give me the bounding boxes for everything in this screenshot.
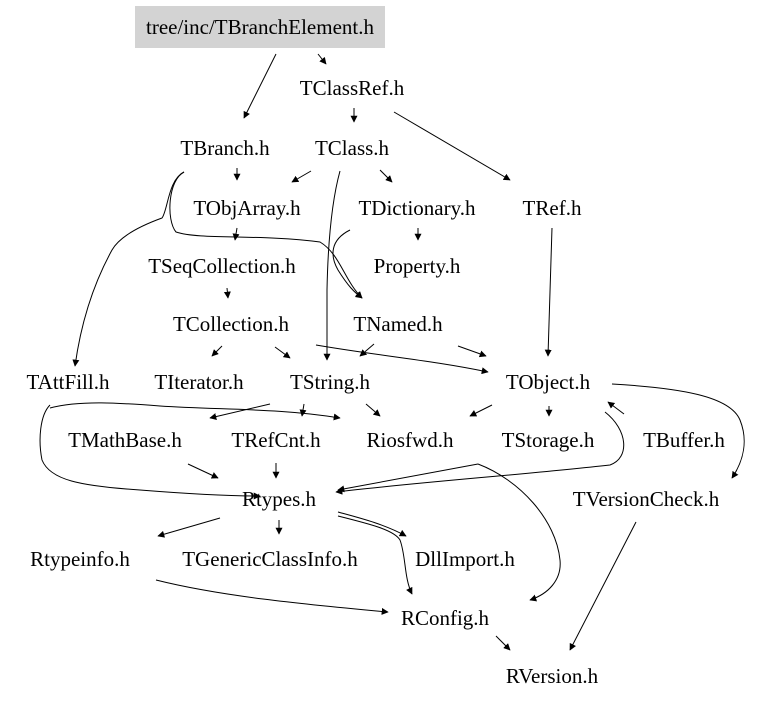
node-tref[interactable]: TRef.h (522, 196, 582, 220)
edge-TStorage-Rtypes (337, 463, 479, 493)
node-trefcnt[interactable]: TRefCnt.h (231, 428, 321, 452)
edge-RConfig-RVersion (495, 635, 511, 651)
edge-TDictionary-TNamed (332, 229, 363, 299)
edge-TClass-TObjArray (291, 170, 312, 183)
edge-root-TClassRef (317, 53, 327, 65)
node-tversioncheck[interactable]: TVersionCheck.h (572, 487, 720, 511)
edge-TClass-TString (323, 170, 341, 361)
edge-TCollection-TObject (315, 344, 489, 375)
node-tseqcollection[interactable]: TSeqCollection.h (148, 254, 296, 278)
node-riosfwd[interactable]: Riosfwd.h (366, 428, 454, 452)
edge-TNamed-TObject (457, 345, 487, 358)
node-tstring[interactable]: TString.h (290, 370, 370, 394)
node-root[interactable]: tree/inc/TBranchElement.h (135, 6, 385, 48)
edge-TCollection-TIterator (211, 345, 223, 357)
edge-TObject-Rtypes (335, 411, 625, 495)
node-tobjarray[interactable]: TObjArray.h (193, 196, 301, 220)
node-rversion[interactable]: RVersion.h (505, 664, 599, 688)
edge-TAttFill-Rtypes (39, 404, 261, 500)
edge-TString-Riosfwd (365, 403, 381, 417)
node-tclass[interactable]: TClass.h (314, 136, 390, 160)
edge-TString-TRefCnt (299, 403, 307, 417)
edge-TRef-TObject (544, 227, 553, 357)
edge-TNamed-TString (359, 343, 375, 357)
node-tcollection[interactable]: TCollection.h (172, 312, 290, 336)
node-tbuffer[interactable]: TBuffer.h (643, 428, 725, 452)
node-property[interactable]: Property.h (373, 254, 461, 278)
edge-TClassRef-TRef (393, 111, 511, 181)
edge-Rtypeinfo-RConfig (155, 579, 389, 615)
edge-TObject-TVersionCheck (611, 383, 745, 479)
node-tbranch[interactable]: TBranch.h (180, 136, 270, 160)
edge-TClass-TDictionary (379, 169, 393, 183)
edge-TSeqCollection-TCollection (223, 287, 231, 299)
node-tmathbase[interactable]: TMathBase.h (68, 428, 182, 452)
edge-TObject-Riosfwd (469, 404, 493, 417)
node-rtypeinfo[interactable]: Rtypeinfo.h (30, 547, 130, 571)
node-dllimport[interactable]: DllImport.h (415, 547, 515, 571)
node-tnamed[interactable]: TNamed.h (353, 312, 443, 336)
node-titerator[interactable]: TIterator.h (154, 370, 244, 394)
edge-TObjArray-TSeqCollection (232, 227, 240, 241)
node-tstorage[interactable]: TStorage.h (501, 428, 595, 452)
edge-TBranch-TAttFill (72, 171, 185, 367)
edge-TBranch-TNamed (169, 171, 363, 299)
edge-TCollection-TString (274, 346, 291, 359)
edge-TMathBase-Rtypes (187, 463, 219, 479)
node-tobject[interactable]: TObject.h (505, 370, 591, 394)
edge-TStorage-RConfig (477, 463, 561, 602)
edge-TBuffer-TObject (607, 401, 625, 415)
edge-Rtypes-RConfig (337, 515, 413, 595)
node-rconfig[interactable]: RConfig.h (400, 606, 490, 630)
edge-Rtypes-DllImport (337, 511, 407, 537)
node-rtypes[interactable]: Rtypes.h (241, 487, 317, 511)
node-tattfill[interactable]: TAttFill.h (26, 370, 110, 394)
edge-TVersionCheck-RVersion (569, 521, 637, 651)
edge-root-TBranch (243, 53, 277, 119)
node-tgenericclassinfo[interactable]: TGenericClassInfo.h (182, 547, 358, 571)
edge-TAttFill-Riosfwd (49, 402, 341, 421)
edge-TString-TMathBase (209, 403, 271, 420)
node-tclassref[interactable]: TClassRef.h (299, 76, 405, 100)
node-tdictionary[interactable]: TDictionary.h (358, 196, 476, 220)
edge-Rtypes-Rtypeinfo (157, 517, 221, 538)
